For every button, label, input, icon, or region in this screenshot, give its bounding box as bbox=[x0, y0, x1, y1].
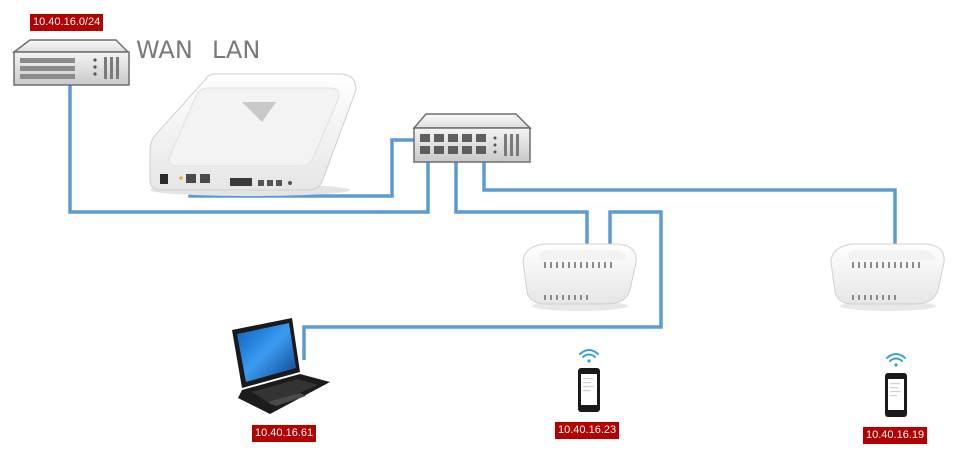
smartphone-icon bbox=[578, 368, 600, 412]
gateway-appliance-icon bbox=[149, 73, 357, 196]
router-icon bbox=[11, 39, 130, 86]
cable-switch-to-ap1 bbox=[454, 152, 589, 245]
network-switch-icon bbox=[412, 113, 532, 163]
phone-ip-label: 10.40.16.19 bbox=[863, 427, 928, 444]
phone-ip-label: 10.40.16.23 bbox=[555, 422, 620, 439]
laptop-ip-label: 10.40.16.61 bbox=[252, 425, 317, 442]
access-point-icon bbox=[830, 243, 945, 311]
lan-port-label: LAN bbox=[212, 36, 261, 64]
smartphone-icon bbox=[885, 373, 907, 417]
wifi-signal-icon bbox=[579, 349, 599, 363]
cable-ap1-to-laptop bbox=[302, 210, 663, 360]
laptop-icon bbox=[232, 318, 330, 414]
access-point-icon bbox=[522, 243, 637, 311]
subnet-label: 10.40.16.0/24 bbox=[30, 14, 104, 31]
wan-port-label: WAN bbox=[136, 36, 193, 64]
cable-switch-to-ap2 bbox=[482, 152, 897, 245]
cable-router-to-switch bbox=[68, 84, 430, 214]
wifi-signal-icon bbox=[886, 353, 906, 367]
